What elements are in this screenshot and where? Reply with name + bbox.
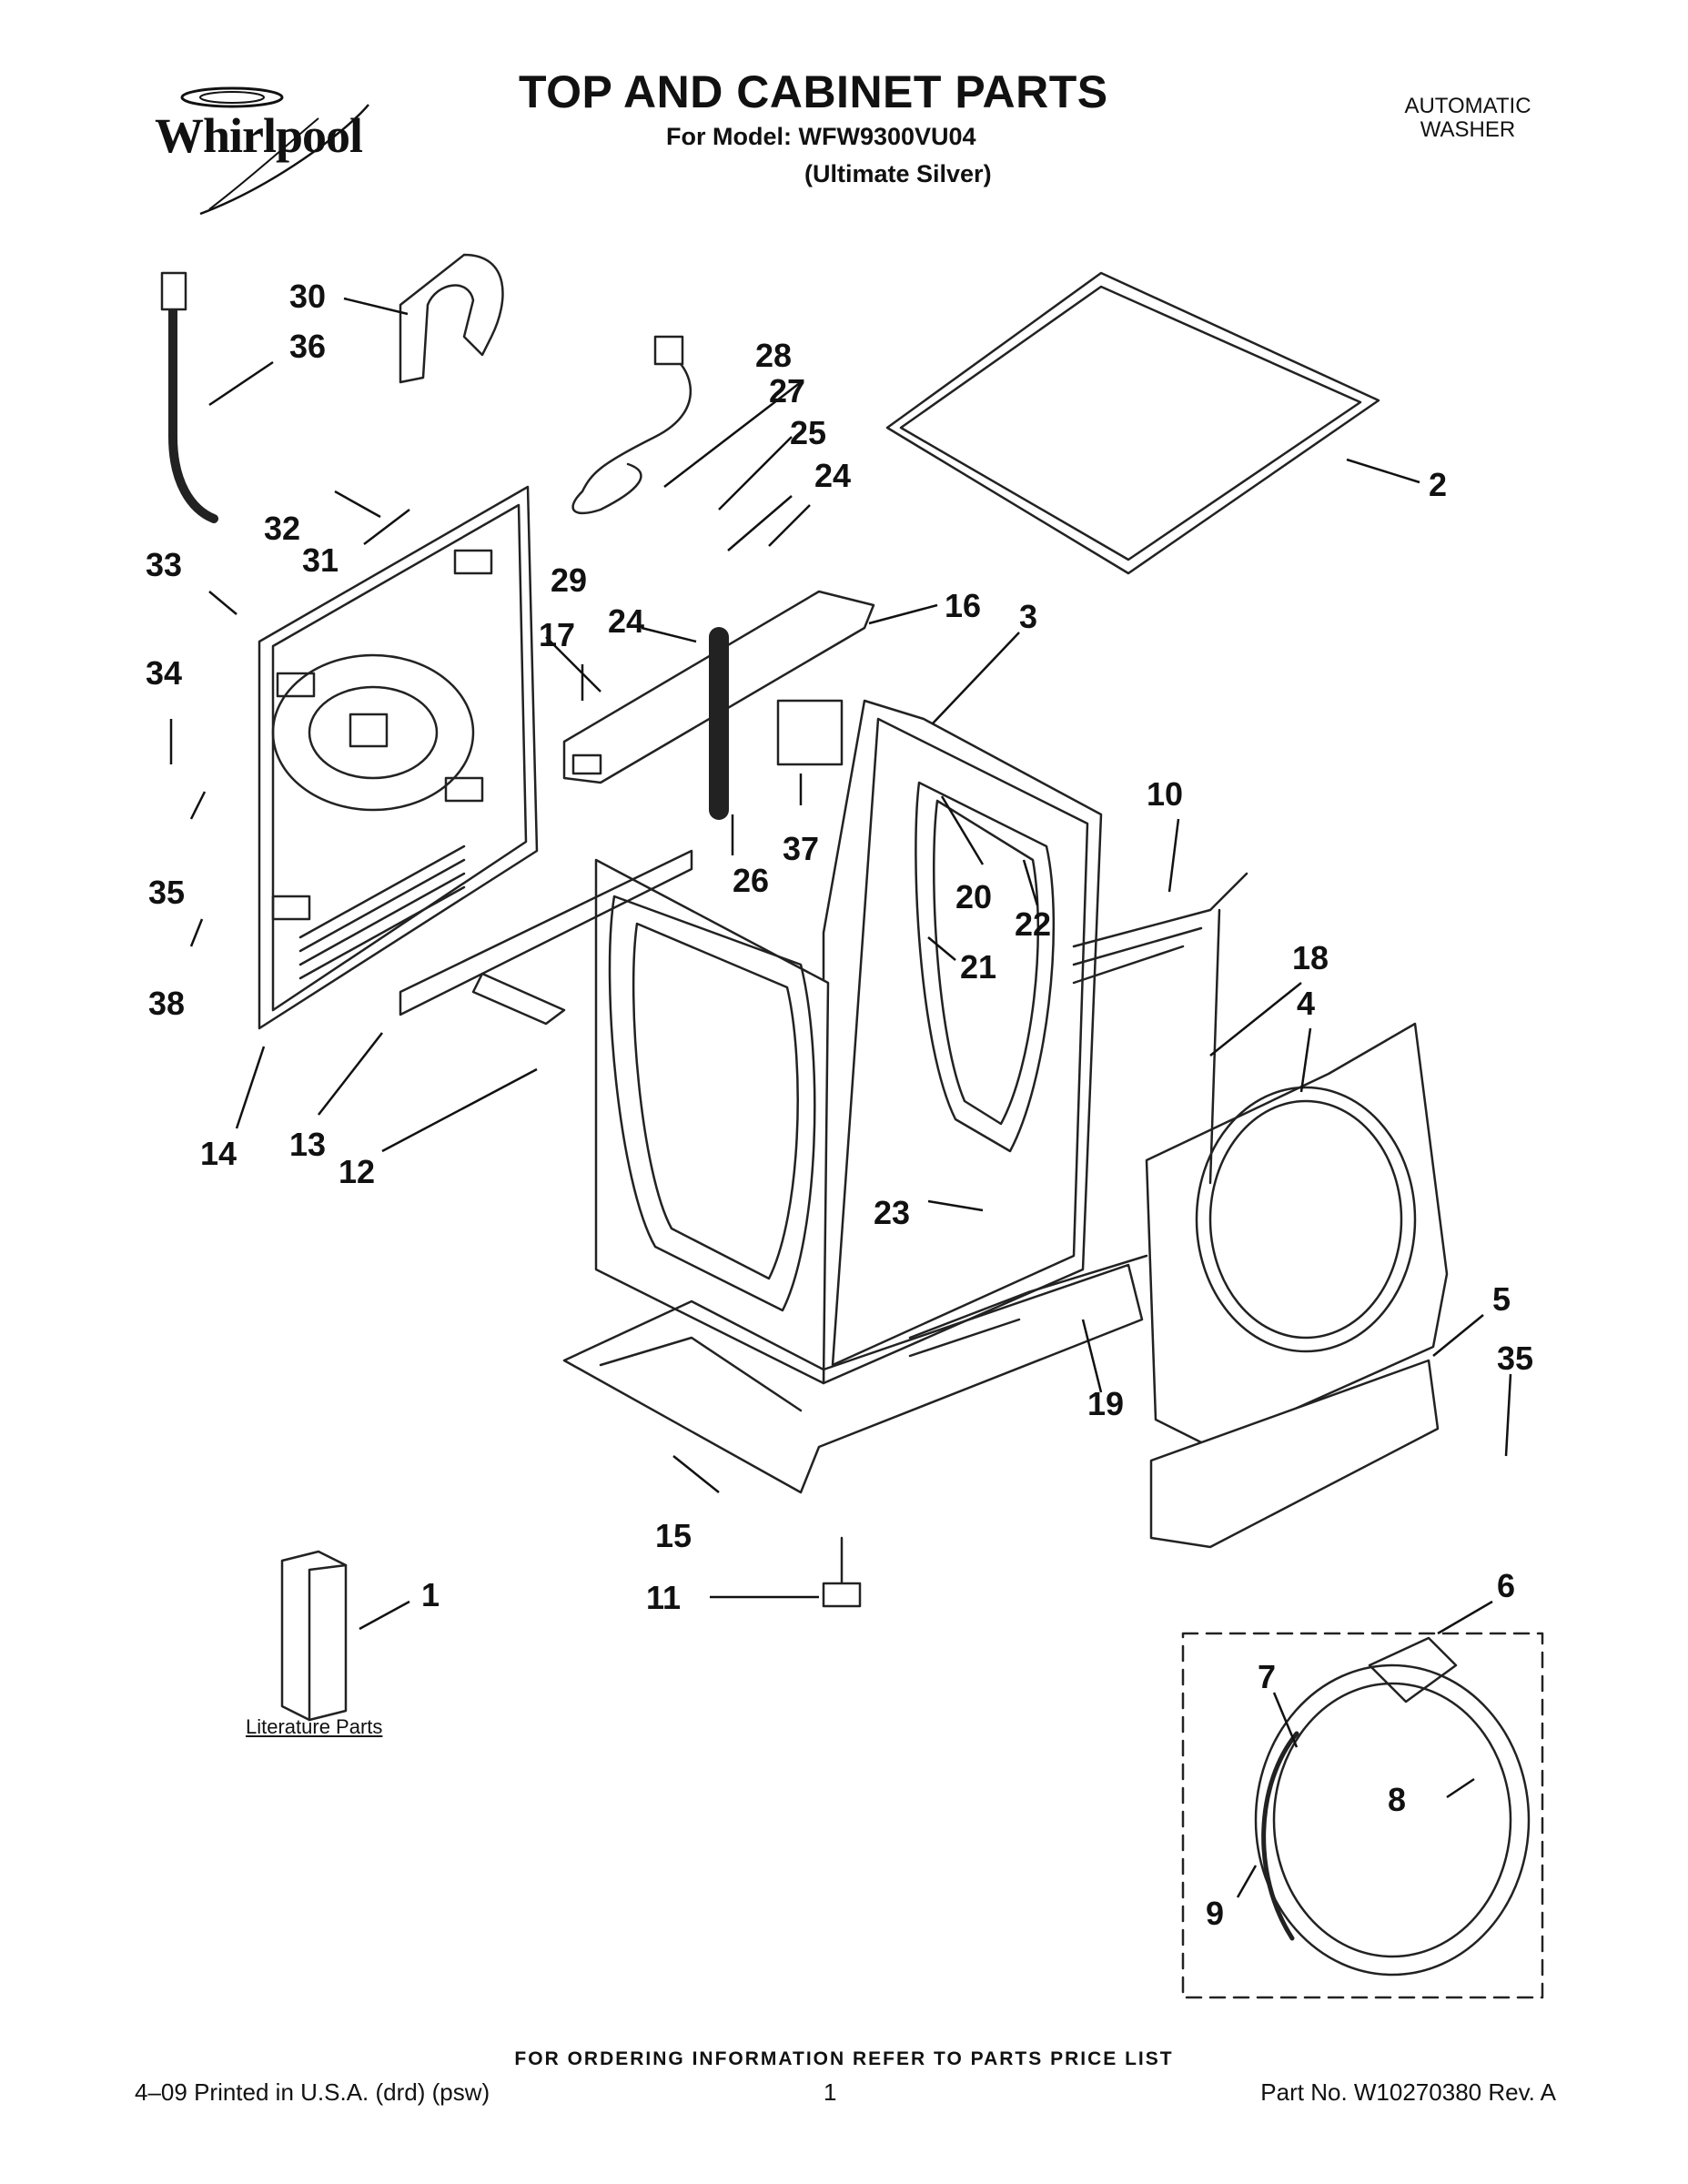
part-door-frame bbox=[1254, 1636, 1531, 1977]
page-title: TOP AND CABINET PARTS bbox=[519, 66, 1108, 117]
appliance-type-line-2: WASHER bbox=[1420, 117, 1516, 142]
part-hose-guide bbox=[399, 253, 504, 384]
callout-19: 19 bbox=[1087, 1385, 1124, 1422]
model-number: For Model: WFW9300VU04 bbox=[666, 123, 976, 150]
part-power-cord bbox=[571, 349, 692, 515]
part-front-panel bbox=[1145, 1022, 1449, 1449]
callout-5: 5 bbox=[1492, 1280, 1511, 1318]
part-rear-bracket bbox=[471, 972, 566, 1026]
part-toe-panel bbox=[1149, 1359, 1440, 1549]
part-literature bbox=[280, 1550, 348, 1722]
callout-2: 2 bbox=[1429, 466, 1447, 503]
part-left-side-panel bbox=[594, 858, 830, 1385]
brand-wordmark: Whirlpool bbox=[155, 108, 363, 163]
appliance-type: AUTOMATIC WASHER bbox=[1381, 95, 1554, 142]
page-number: 1 bbox=[824, 2078, 837, 2106]
print-info: 4–09 Printed in U.S.A. (drd) (psw) bbox=[135, 2078, 490, 2106]
callout-1: 1 bbox=[421, 1576, 440, 1613]
callout-18: 18 bbox=[1292, 939, 1329, 976]
callout-16: 16 bbox=[945, 587, 981, 624]
callout-35-left: 35 bbox=[148, 874, 185, 911]
part-rear-rail bbox=[399, 849, 693, 1016]
part-number: Part No. W10270380 Rev. A bbox=[1260, 2078, 1556, 2106]
callout-22: 22 bbox=[1015, 905, 1051, 943]
part-water-valve bbox=[776, 699, 844, 766]
callout-17: 17 bbox=[539, 616, 575, 653]
part-door-gasket bbox=[1261, 1731, 1299, 1941]
callout-25: 25 bbox=[790, 414, 826, 451]
callout-35-right: 35 bbox=[1497, 1340, 1533, 1377]
callout-15: 15 bbox=[655, 1517, 692, 1554]
model-color: (Ultimate Silver) bbox=[804, 160, 992, 187]
callout-8: 8 bbox=[1388, 1781, 1406, 1818]
callout-14: 14 bbox=[200, 1135, 237, 1172]
part-rear-panel bbox=[258, 485, 539, 1030]
part-power-cord-plug bbox=[653, 335, 684, 366]
callout-21: 21 bbox=[960, 948, 996, 986]
callout-24-lower: 24 bbox=[608, 602, 644, 640]
callout-33: 33 bbox=[146, 546, 182, 583]
callout-29: 29 bbox=[551, 561, 587, 599]
callout-6: 6 bbox=[1497, 1567, 1515, 1604]
callout-32: 32 bbox=[264, 510, 300, 547]
callout-10: 10 bbox=[1147, 775, 1183, 813]
part-top-panel bbox=[885, 271, 1380, 575]
part-inlet-hose-fitting bbox=[160, 271, 187, 311]
callout-31: 31 bbox=[302, 541, 339, 579]
callout-13: 13 bbox=[289, 1126, 326, 1163]
callout-24-upper: 24 bbox=[814, 457, 851, 494]
callout-23: 23 bbox=[874, 1194, 910, 1231]
callout-9: 9 bbox=[1206, 1895, 1224, 1932]
callout-12: 12 bbox=[339, 1153, 375, 1190]
callout-4: 4 bbox=[1297, 985, 1315, 1022]
whirlpool-logo bbox=[180, 86, 369, 216]
callout-34: 34 bbox=[146, 654, 182, 692]
part-leveling-leg bbox=[822, 1536, 862, 1608]
door-assembly-group-box bbox=[1181, 1632, 1544, 1999]
callout-26: 26 bbox=[733, 862, 769, 899]
part-right-side-panel bbox=[822, 699, 1103, 1385]
part-inlet-hose bbox=[168, 287, 218, 523]
callout-27: 27 bbox=[769, 372, 805, 410]
callout-11: 11 bbox=[646, 1579, 681, 1616]
part-wire-harness-lower bbox=[908, 1254, 1148, 1358]
part-base-pan bbox=[562, 1263, 1144, 1494]
callout-38: 38 bbox=[148, 985, 185, 1022]
callout-28: 28 bbox=[755, 337, 792, 374]
callout-7: 7 bbox=[1258, 1658, 1276, 1695]
callout-3: 3 bbox=[1019, 598, 1037, 635]
callout-37: 37 bbox=[783, 830, 819, 867]
appliance-type-line-1: AUTOMATIC bbox=[1404, 94, 1531, 118]
literature-parts-label: Literature Parts bbox=[246, 1715, 383, 1738]
callout-20: 20 bbox=[955, 878, 992, 915]
ordering-note: FOR ORDERING INFORMATION REFER TO PARTS … bbox=[514, 2048, 1174, 2069]
part-wire-harness-upper bbox=[1072, 872, 1248, 1185]
callout-36: 36 bbox=[289, 328, 326, 365]
callout-30: 30 bbox=[289, 278, 326, 315]
